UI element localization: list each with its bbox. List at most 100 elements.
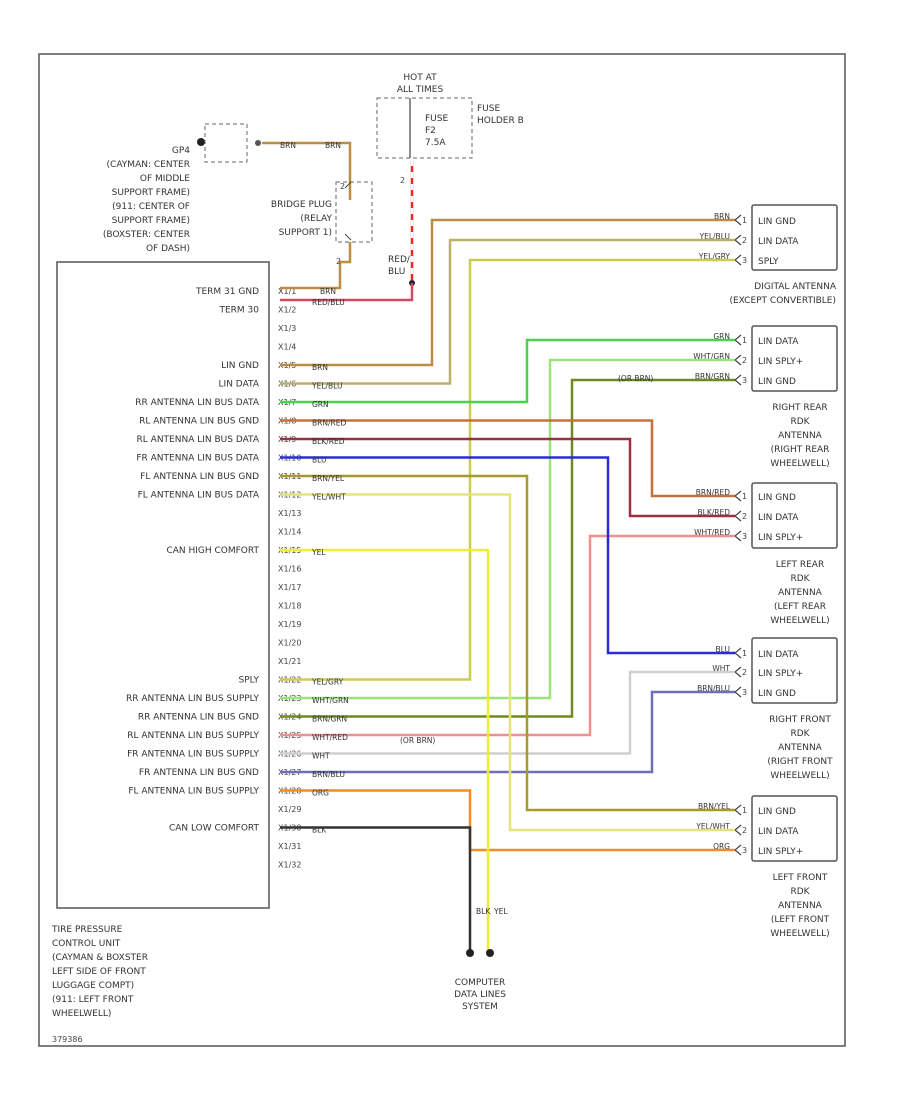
fuse-caption: 7.5A xyxy=(425,138,446,148)
can-caption: COMPUTER xyxy=(455,978,506,988)
antenna-wire-color: YEL/BLU xyxy=(699,232,730,241)
antenna-pin-label: LIN GND xyxy=(758,689,796,699)
antenna-wire-color: BRN/GRN xyxy=(695,372,730,381)
ecu-pin-function: CAN HIGH COMFORT xyxy=(166,546,259,556)
antenna-pin-number: 2 xyxy=(742,236,747,245)
ecu-wire-color: ORG xyxy=(312,789,329,798)
ecu-caption: LUGGAGE COMPT) xyxy=(52,981,134,991)
antenna-pin-arrow xyxy=(734,510,742,522)
antenna-pin-number: 2 xyxy=(742,512,747,521)
antenna-pin-arrow xyxy=(734,666,742,678)
ecu-pin-function: TERM 30 xyxy=(218,306,259,316)
can-high-terminal xyxy=(486,949,494,957)
ecu-pin-function: RR ANTENNA LIN BUS GND xyxy=(138,713,259,723)
ecu-pin-function: TERM 31 GND xyxy=(195,287,259,297)
antenna-pin-label: LIN SPLY+ xyxy=(758,847,803,857)
antenna-caption: WHEELWELL) xyxy=(770,771,829,781)
fuse-holder-caption: FUSE xyxy=(477,104,500,114)
fuse-caption: FUSE xyxy=(425,114,448,124)
antenna-pin-number: 1 xyxy=(742,649,747,658)
ground-name: GP4 xyxy=(172,146,190,156)
fuse-hot-label: HOT AT xyxy=(403,73,437,83)
ecu-pin-label: X1/21 xyxy=(278,657,301,666)
term30-wire-color: RED/BLU xyxy=(312,298,345,307)
lin-wire xyxy=(280,456,735,655)
antenna-caption: ANTENNA xyxy=(778,431,823,441)
antenna-pin-label: LIN DATA xyxy=(758,337,799,347)
lin-wire xyxy=(280,358,735,700)
antenna-pin-number: 2 xyxy=(742,826,747,835)
antenna-caption: WHEELWELL) xyxy=(770,616,829,626)
ecu-caption: TIRE PRESSURE xyxy=(51,925,123,935)
antenna-pin-label: LIN DATA xyxy=(758,827,799,837)
antenna-connector-box xyxy=(751,795,838,862)
ecu-wire-color: BLK/RED xyxy=(312,437,345,446)
antenna-pin-label: LIN DATA xyxy=(758,513,799,523)
antenna-pin-arrow xyxy=(734,647,742,659)
ecu-pin-function: FR ANTENNA LIN BUS DATA xyxy=(136,454,259,464)
ground-connector xyxy=(255,140,261,146)
ecu-pin-function: FL ANTENNA LIN BUS GND xyxy=(140,472,259,482)
antenna-wire-color: WHT xyxy=(712,664,730,673)
antenna-pin-arrow xyxy=(734,686,742,698)
antenna-pin-arrow xyxy=(734,844,742,856)
antenna-pin-arrow xyxy=(734,804,742,816)
lin-wire xyxy=(280,238,735,385)
fuse-holder-caption: HOLDER B xyxy=(477,116,524,126)
antenna-caption: (LEFT REAR xyxy=(774,602,826,612)
ground-caption: (BOXSTER: CENTER xyxy=(103,230,190,240)
antenna-caption: ANTENNA xyxy=(778,901,823,911)
antenna-wire-color: BRN/RED xyxy=(696,488,730,497)
antenna-caption: RDK xyxy=(790,887,810,897)
antenna-connector-box xyxy=(751,325,838,392)
can-caption: DATA LINES xyxy=(454,990,506,1000)
ecu-pin-function: CAN LOW COMFORT xyxy=(169,824,260,834)
antenna-pin-arrow xyxy=(734,254,742,266)
ecu-box xyxy=(56,261,270,909)
ecu-pin-label: X1/4 xyxy=(278,343,296,352)
can-low-color: BLK xyxy=(312,826,327,835)
ecu-pin-label: X1/20 xyxy=(278,639,301,648)
can-high-color: YEL xyxy=(311,548,326,557)
antenna-pin-arrow xyxy=(734,334,742,346)
ecu-pin-label: X1/31 xyxy=(278,842,301,851)
ground-wire-label: BRN xyxy=(280,141,296,150)
ecu-pin-label: X1/18 xyxy=(278,602,301,611)
antenna-caption: (EXCEPT CONVERTIBLE) xyxy=(729,296,836,306)
antenna-pin-label: LIN SPLY+ xyxy=(758,533,803,543)
antenna-caption: (LEFT FRONT xyxy=(771,915,830,925)
antenna-caption: RDK xyxy=(790,574,810,584)
antenna-pin-label: LIN GND xyxy=(758,807,796,817)
ecu-pin-label: X1/32 xyxy=(278,861,301,870)
ecu-wire-color: WHT/GRN xyxy=(312,696,349,705)
antenna-wire-color: YEL/WHT xyxy=(695,822,730,831)
antenna-caption: (RIGHT REAR xyxy=(771,445,830,455)
antenna-pin-number: 1 xyxy=(742,216,747,225)
ecu-wire-color: BRN/GRN xyxy=(312,715,347,724)
ground-caption: (CAYMAN: CENTER xyxy=(107,160,190,170)
ecu-pin-function: RL ANTENNA LIN BUS GND xyxy=(139,417,259,427)
ground-wire-brn xyxy=(262,141,352,200)
ecu-wire-color: BRN/YEL xyxy=(312,474,345,483)
bridge-plug-pins xyxy=(344,181,352,241)
antenna-pin-number: 1 xyxy=(742,806,747,815)
ecu-pin-function: FL ANTENNA LIN BUS SUPPLY xyxy=(128,787,259,797)
antenna-pin-number: 2 xyxy=(742,356,747,365)
antenna-pin-label: LIN GND xyxy=(758,377,796,387)
lin-wire xyxy=(280,690,735,774)
ground-caption: SUPPORT FRAME) xyxy=(112,216,190,226)
ecu-pin-function: RL ANTENNA LIN BUS DATA xyxy=(137,435,260,445)
antenna-caption: ANTENNA xyxy=(778,588,823,598)
antenna-pin-number: 3 xyxy=(742,532,747,541)
ground-dashbox xyxy=(204,123,248,163)
can-low-terminal xyxy=(466,949,474,957)
term31-wire-color: BRN xyxy=(320,287,336,296)
antenna-caption: RIGHT FRONT xyxy=(769,715,831,725)
ecu-wire-color: WHT/RED xyxy=(312,733,348,742)
antenna-wire-color: BRN/BLU xyxy=(697,684,730,693)
antenna-caption: LEFT FRONT xyxy=(773,873,828,883)
antenna-pin-number: 2 xyxy=(742,668,747,677)
lin-wire xyxy=(280,258,735,681)
